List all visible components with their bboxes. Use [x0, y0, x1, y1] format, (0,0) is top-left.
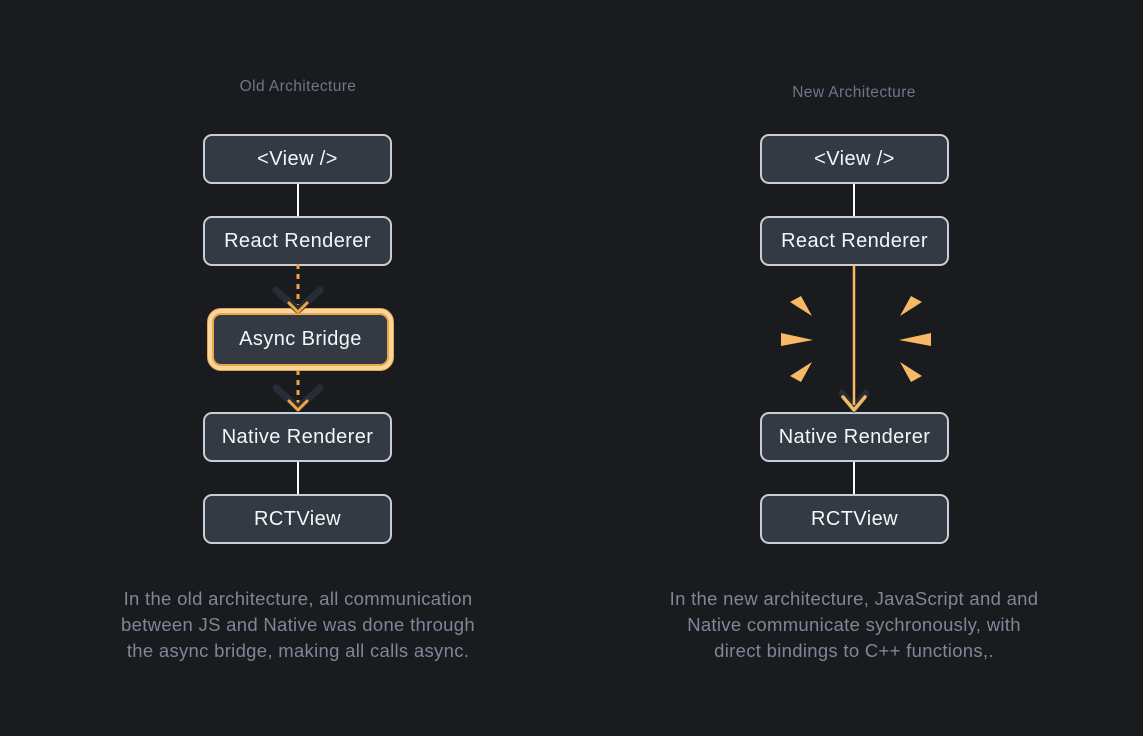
- caption-line: Native communicate sychronously, with: [687, 614, 1021, 635]
- connector-line: [297, 462, 299, 494]
- caption-line: direct bindings to C++ functions,.: [714, 640, 994, 661]
- dashed-arrow-icon: [272, 264, 324, 314]
- node-native-renderer-old: Native Renderer: [203, 412, 392, 462]
- dashed-arrow-icon: [272, 370, 324, 412]
- column-title-old: Old Architecture: [239, 78, 357, 95]
- connector-line: [853, 184, 855, 216]
- caption-line: In the new architecture, JavaScript and …: [669, 588, 1039, 609]
- node-react-renderer-new: React Renderer: [760, 216, 949, 266]
- caption-line: between JS and Native was done through: [121, 614, 475, 635]
- caption-line: the async bridge, making all calls async…: [126, 640, 470, 661]
- node-async-bridge: Async Bridge: [212, 313, 389, 366]
- sync-arrow-icon: [838, 265, 870, 413]
- connector-line: [853, 462, 855, 494]
- async-bridge-highlight-ring: Async Bridge: [207, 308, 394, 371]
- node-rctview-new: RCTView: [760, 494, 949, 544]
- old-architecture-caption: In the old architecture, all communicati…: [78, 586, 518, 664]
- spark-burst-icon: [899, 296, 931, 382]
- node-native-renderer-new: Native Renderer: [760, 412, 949, 462]
- spark-burst-icon: [781, 296, 813, 382]
- node-view-old: <View />: [203, 134, 392, 184]
- caption-line: In the old architecture, all communicati…: [123, 588, 473, 609]
- node-rctview-old: RCTView: [203, 494, 392, 544]
- node-view-new: <View />: [760, 134, 949, 184]
- connector-line: [297, 184, 299, 216]
- new-architecture-caption: In the new architecture, JavaScript and …: [634, 586, 1074, 664]
- column-title-new: New Architecture: [792, 84, 916, 101]
- node-react-renderer-old: React Renderer: [203, 216, 392, 266]
